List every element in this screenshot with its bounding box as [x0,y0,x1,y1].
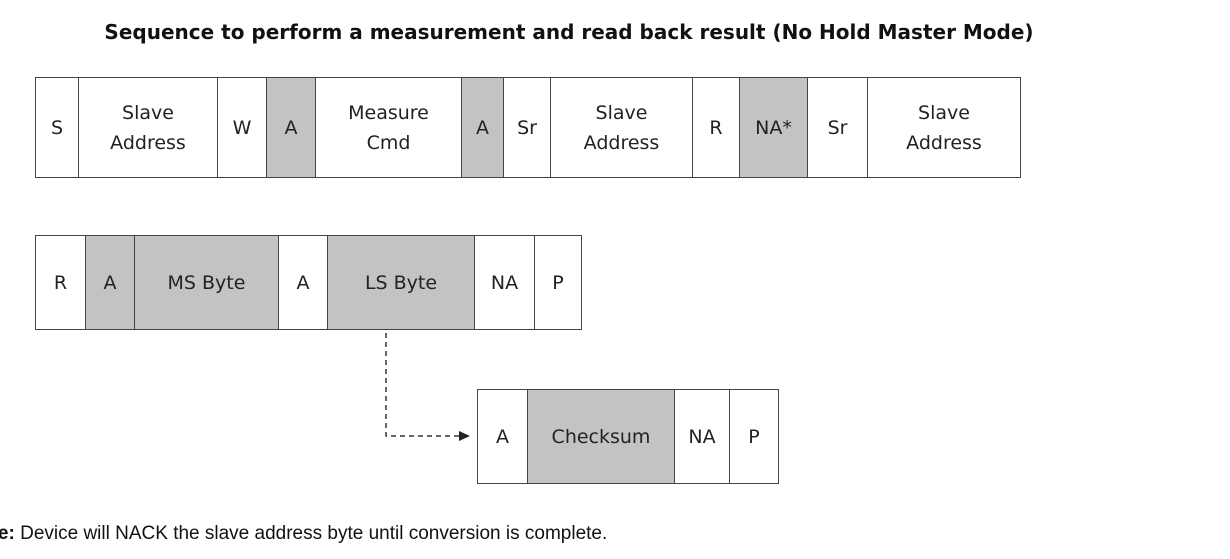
cell-ack: A [86,236,135,329]
cell-nack: NA [675,390,730,483]
cell-label: NA [688,425,716,448]
cell-ms-byte: MS Byte [135,236,279,329]
footnote-label: ote: [0,523,15,544]
cell-ack: A [267,78,316,177]
cell-write: W [218,78,267,177]
cell-label: A [284,116,298,139]
cell-read: R [693,78,740,177]
cell-label: Sr [827,116,848,139]
dashed-connector-line [385,333,460,437]
cell-ack: A [462,78,504,177]
cell-ack: A [478,390,528,483]
cell-repeated-start: Sr [808,78,868,177]
cell-label: Sr [517,116,537,139]
sequence-row-3: A Checksum NA P [477,389,779,484]
cell-ack: A [279,236,328,329]
arrowhead-icon [459,431,470,441]
cell-label: A [296,271,310,294]
cell-label: Slave Address [110,101,186,154]
sequence-row-1: S Slave Address W A Measure Cmd A Sr Sla… [35,77,1021,178]
cell-slave-address: Slave Address [551,78,693,177]
cell-label: A [476,116,489,139]
cell-label: NA [490,271,519,294]
cell-label: W [232,116,252,139]
cell-label: MS Byte [167,271,246,294]
cell-label: Slave Address [906,101,982,154]
cell-stop: P [730,390,779,483]
cell-label: Measure Cmd [348,101,429,154]
footnote-text: Device will NACK the slave address byte … [20,523,608,544]
cell-repeated-start: Sr [504,78,551,177]
cell-label: R [709,116,723,139]
cell-slave-address: Slave Address [79,78,218,177]
cell-label: NA* [755,116,792,139]
cell-label: A [496,425,509,448]
cell-stop: P [535,236,582,329]
cell-read: R [36,236,86,329]
cell-slave-address: Slave Address [868,78,1021,177]
cell-checksum: Checksum [528,390,675,483]
cell-label: Slave Address [583,101,660,154]
cell-label: P [748,425,760,448]
cell-ls-byte: LS Byte [328,236,475,329]
footnote: ote: Device will NACK the slave address … [0,523,607,545]
cell-label: S [50,116,64,139]
cell-label: Checksum [551,425,651,448]
cell-nack: NA* [740,78,808,177]
cell-label: R [53,271,68,294]
cell-start: S [36,78,79,177]
cell-nack: NA [475,236,535,329]
cell-measure-cmd: Measure Cmd [316,78,462,177]
diagram-title: Sequence to perform a measurement and re… [104,20,1034,44]
sequence-row-2: R A MS Byte A LS Byte NA P [35,235,582,330]
cell-label: LS Byte [364,271,438,294]
cell-label: P [552,271,564,294]
cell-label: A [103,271,117,294]
